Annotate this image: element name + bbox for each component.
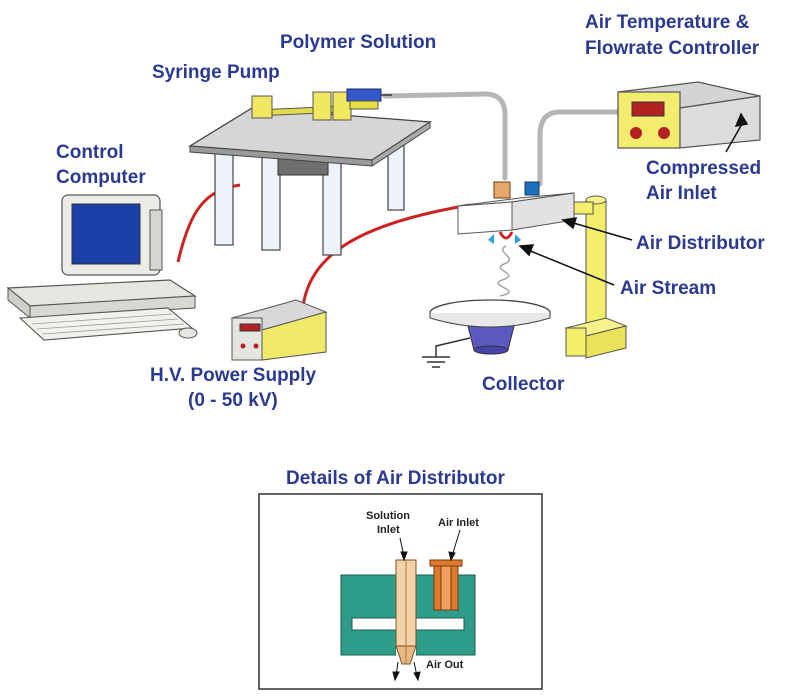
air-tubes: [382, 91, 623, 187]
pump-block-mid: [312, 91, 332, 121]
ground-symbol: [422, 337, 471, 368]
monitor-screen: [71, 203, 141, 265]
label-syringe-pump: Syringe Pump: [152, 62, 280, 83]
detail-inlet-label: Inlet: [377, 524, 400, 536]
hv-power-supply: [230, 299, 328, 361]
label-polymer-solution: Polymer Solution: [280, 32, 436, 53]
air-nozzle: [524, 181, 540, 196]
label-air-distributor: Air Distributor: [636, 233, 765, 254]
tube-polymer-to-nozzle: [382, 91, 508, 181]
nozzle-tip: [498, 231, 514, 240]
label-hv-power-supply: H.V. Power Supply: [150, 365, 317, 386]
detail-air-out-label: Air Out: [426, 659, 464, 671]
label-air-stream: Air Stream: [620, 278, 716, 299]
collector-assembly: [422, 299, 551, 368]
pump-block-left: [251, 95, 273, 119]
pointer-lines: [518, 112, 749, 286]
label-air-temperature: Air Temperature &: [585, 12, 750, 33]
controller-front-panel: [617, 91, 681, 149]
fiber-jet: [497, 245, 511, 297]
label-collector: Collector: [482, 374, 565, 395]
label-air-inlet: Air Inlet: [646, 183, 717, 204]
label-control: Control: [56, 142, 124, 163]
solution-nozzle: [493, 181, 511, 199]
distributor-block: [457, 201, 513, 235]
control-computer: [6, 194, 198, 341]
label-compressed: Compressed: [646, 158, 761, 179]
mouse: [178, 327, 198, 339]
tube-controller-to-distributor: [537, 109, 623, 187]
label-computer: Computer: [56, 167, 146, 188]
detail-panel: Solution Inlet Air Inlet Air Out: [258, 493, 543, 690]
detail-solution-label: Solution: [366, 510, 410, 522]
label-flowrate-controller: Flowrate Controller: [585, 38, 760, 59]
air-controller-box: [617, 81, 761, 149]
label-hv-range: (0 - 50 kV): [188, 390, 278, 411]
detail-title: Details of Air Distributor: [286, 468, 505, 489]
detail-air-inlet-label: Air Inlet: [438, 517, 479, 529]
syringe-pump-assembly: [187, 88, 432, 256]
syringe-barrel: [346, 88, 382, 102]
